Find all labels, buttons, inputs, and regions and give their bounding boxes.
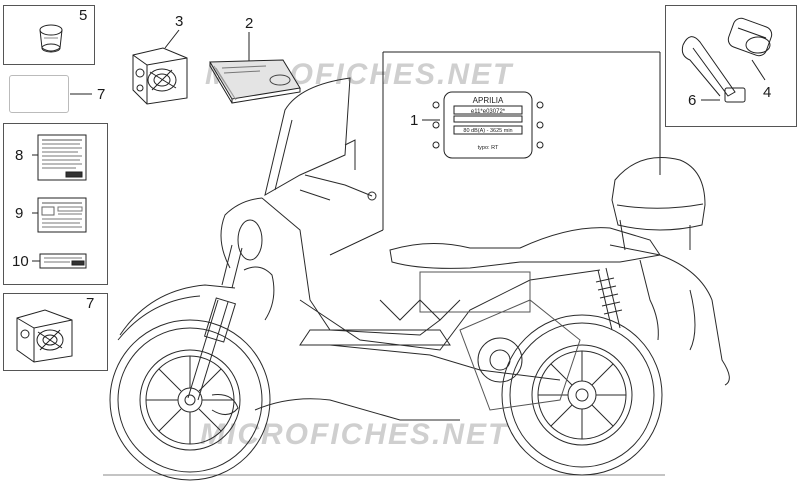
top-case <box>611 157 706 251</box>
rear-wheel <box>501 314 663 476</box>
windscreen <box>264 77 356 197</box>
rear-body <box>609 244 730 386</box>
leader-3 <box>164 29 180 49</box>
front-body <box>117 197 441 341</box>
grommet-part-5 <box>39 24 63 53</box>
callout-7-bottom: 7 <box>86 295 95 312</box>
callout-10: 10 <box>12 253 29 270</box>
callout-8: 8 <box>15 147 24 164</box>
front-wheel <box>109 319 271 481</box>
handlebars <box>299 174 377 201</box>
part-box-5 <box>3 5 95 65</box>
front-fork <box>187 244 243 401</box>
plate-noise: 80 dB(A) - 3625 min <box>463 128 512 134</box>
warning-label-part-8 <box>37 134 87 181</box>
scooter-drawing <box>103 77 730 481</box>
kit-bag-part-3 <box>132 47 188 105</box>
callout-2: 2 <box>245 15 254 32</box>
tyre-label-part-9 <box>37 197 87 233</box>
manual-part-2 <box>209 59 301 104</box>
callout-4: 4 <box>763 84 772 101</box>
plate-type: typo: RT <box>478 145 499 151</box>
callout-3: 3 <box>175 13 184 30</box>
callout-5: 5 <box>79 7 88 24</box>
small-label-part-10 <box>39 253 87 269</box>
kit-bag-part-7 <box>16 309 73 363</box>
callout-7-top: 7 <box>97 86 106 103</box>
frame-engine <box>254 269 601 421</box>
seat <box>389 227 661 269</box>
plate-code: e11*e03072* <box>471 109 506 115</box>
leader-4 <box>751 59 766 81</box>
callout-1: 1 <box>410 112 419 129</box>
plate-brand: APRILIA <box>473 96 504 105</box>
callout-9: 9 <box>15 205 24 222</box>
watermark-bottom: MICROFICHES.NET <box>200 418 509 451</box>
callout-6: 6 <box>688 92 697 109</box>
tool-kit-part-4-6 <box>681 17 773 103</box>
part-box-4-6 <box>665 5 797 127</box>
chassis-plate-part-1 <box>329 51 661 256</box>
footboard <box>299 329 451 346</box>
part-box-7-blank-sticker <box>9 75 69 113</box>
rear-shock <box>595 267 623 331</box>
part-box-7-kit <box>3 293 108 371</box>
